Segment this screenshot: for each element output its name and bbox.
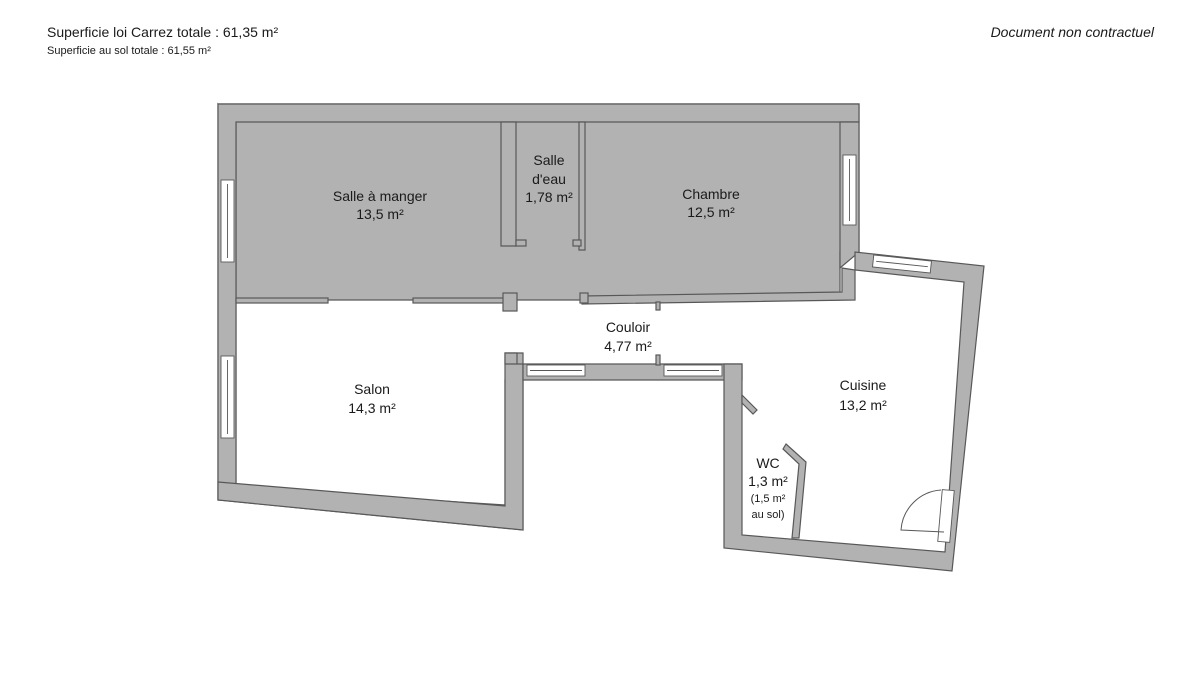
room-area-salle-a-manger: 13,5 m² <box>356 206 404 222</box>
window-chambre <box>842 154 857 226</box>
room-name-wc: WC <box>756 455 779 471</box>
floor-area-total: Superficie au sol totale : 61,55 m² <box>47 45 211 57</box>
room-area-couloir: 4,77 m² <box>604 338 652 354</box>
wall-salle-eau-left <box>500 121 517 247</box>
wall-partition-east <box>412 297 506 304</box>
window-salon <box>220 355 235 439</box>
window-cuisine-door <box>937 489 955 543</box>
wall-partition-west <box>235 297 329 304</box>
room-name-salle-d-eau-line1: Salle <box>533 152 564 168</box>
room-note-wc-line1: (1,5 m² <box>751 493 786 505</box>
jamb-salle-eau-right <box>572 239 582 247</box>
room-note-wc-line2: au sol) <box>751 509 784 521</box>
door-swing-cuisine <box>900 489 945 533</box>
wall-salle-eau-right <box>578 121 586 251</box>
room-name-couloir: Couloir <box>606 319 651 335</box>
window-couloir-2 <box>663 364 723 377</box>
wall-wc-right <box>782 443 807 539</box>
windows <box>220 154 955 543</box>
window-salle-a-manger <box>220 179 235 263</box>
disclaimer-text: Document non contractuel <box>990 24 1154 40</box>
room-area-salon: 14,3 m² <box>348 400 396 416</box>
pillar <box>502 292 518 312</box>
walls <box>217 102 985 572</box>
room-labels: Salle à manger 13,5 m² Salle d'eau 1,78 … <box>333 152 887 521</box>
room-name-salon: Salon <box>354 381 390 397</box>
room-area-cuisine: 13,2 m² <box>839 397 887 413</box>
room-area-chambre: 12,5 m² <box>687 204 735 220</box>
jamb-chambre <box>579 292 589 304</box>
room-name-salle-d-eau-line2: d'eau <box>532 171 566 187</box>
jamb-salle-eau-left <box>515 239 527 247</box>
room-area-wc: 1,3 m² <box>748 473 788 489</box>
stub-couloir <box>655 301 661 311</box>
wall-wc-door <box>741 393 758 415</box>
carrez-area-total: Superficie loi Carrez totale : 61,35 m² <box>47 24 279 40</box>
room-name-chambre: Chambre <box>682 186 740 202</box>
room-name-salle-a-manger: Salle à manger <box>333 188 428 204</box>
room-name-cuisine: Cuisine <box>840 377 887 393</box>
wall-salon-bottom <box>217 352 524 531</box>
window-couloir-1 <box>526 364 586 377</box>
wall-chambre-bottom <box>581 267 856 305</box>
window-cuisine-top <box>872 254 932 274</box>
room-area-salle-d-eau: 1,78 m² <box>525 189 573 205</box>
stub-couloir-bottom <box>655 354 661 366</box>
